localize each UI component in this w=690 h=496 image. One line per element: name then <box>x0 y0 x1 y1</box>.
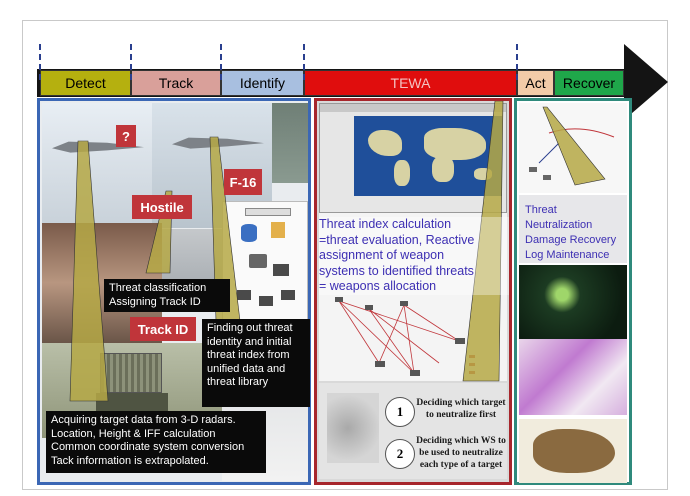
step-line: Deciding which target <box>416 398 506 408</box>
caption-line: unified data and <box>207 362 286 375</box>
tewa-panel: 1 Deciding which target to neutralize fi… <box>314 98 512 485</box>
caption-line: Neutralization <box>525 219 593 231</box>
phase-identify: Identify <box>221 70 304 96</box>
phase-recover: Recover <box>554 70 624 96</box>
caption-line: assignment of weapon <box>319 248 445 262</box>
phase-track-label: Track <box>158 75 194 91</box>
step-1-text: Deciding which target to neutralize firs… <box>415 397 507 421</box>
satellite-photo <box>519 265 627 339</box>
damage-map <box>519 339 627 415</box>
caption-line: Acquiring target data from 3-D radars. <box>51 414 236 426</box>
step-2-text: Deciding which WS to be used to neutrali… <box>415 435 507 471</box>
act-triangle <box>542 106 606 186</box>
phase-act-label: Act <box>525 75 546 91</box>
caption-line: identity and initial <box>207 335 292 348</box>
classification-caption: Threat classification Assigning Track ID <box>104 279 230 312</box>
phase-tewa: TEWA <box>304 70 517 96</box>
unknown-tag-text: ? <box>122 128 130 144</box>
map-screen-photo <box>319 103 507 213</box>
phase-divider <box>39 44 41 80</box>
phase-detect: Detect <box>40 70 131 96</box>
database-diagram-title <box>245 208 291 216</box>
recover-caption-box: Threat Neutralization Damage Recovery Lo… <box>519 195 627 263</box>
hostile-tag-text: Hostile <box>140 199 184 215</box>
step-number: 2 <box>396 446 404 461</box>
step-line: Deciding which WS to <box>416 436 506 446</box>
step-line: to neutralize first <box>425 410 497 420</box>
server-icon <box>249 254 267 268</box>
step-line: be used to neutralize <box>419 448 503 458</box>
radar-caption: Acquiring target data from 3-D radars. L… <box>46 411 266 473</box>
act-recover-panel: Threat Neutralization Damage Recovery Lo… <box>514 98 632 485</box>
document-icon <box>271 222 285 238</box>
caption-line: Threat classification <box>109 282 207 294</box>
caption-line: Common coordinate system conversion <box>51 441 245 453</box>
detect-track-identify-panel: ? F-16 Hostile Track ID Threat classific… <box>37 98 311 485</box>
caption-line: Tack information is extrapolated. <box>51 454 209 467</box>
track-id-tag: Track ID <box>130 317 196 341</box>
caption-line: Assigning Track ID <box>109 295 201 308</box>
radar-vehicle <box>96 393 168 415</box>
window-toolbar <box>320 104 506 112</box>
computer-icon <box>259 296 273 306</box>
step-2-badge: 2 <box>385 439 415 469</box>
phase-track: Track <box>131 70 221 96</box>
radar-antenna <box>100 353 162 393</box>
phase-divider <box>303 44 305 80</box>
f16-tag-text: F-16 <box>229 174 257 190</box>
caption-line: Threat index calculation <box>319 217 452 231</box>
computer-icon <box>273 264 289 276</box>
triangle-detect <box>69 140 109 402</box>
caption-line: Location, Height & IFF calculation <box>51 427 216 440</box>
continent <box>424 128 486 160</box>
fighter-jet-icon <box>52 141 144 153</box>
phase-divider <box>220 44 222 80</box>
recover-caption: Threat Neutralization Damage Recovery Lo… <box>519 195 627 263</box>
phase-identify-label: Identify <box>239 75 286 91</box>
database-icon <box>241 224 257 242</box>
world-map <box>354 116 502 196</box>
caption-line: threat library <box>207 376 269 388</box>
step-1-badge: 1 <box>385 397 415 427</box>
caption-line: Threat <box>525 204 557 216</box>
caption-line: systems to identified threats <box>319 263 474 278</box>
phase-tewa-label: TEWA <box>390 75 431 91</box>
computer-icon <box>281 290 295 300</box>
unknown-tag: ? <box>116 125 136 147</box>
decision-panel: 1 Deciding which target to neutralize fi… <box>319 383 507 479</box>
caption-line: =threat evaluation, Reactive <box>319 232 475 247</box>
continent <box>368 130 402 156</box>
caption-line: threat index from <box>207 349 290 361</box>
f16-tag: F-16 <box>224 169 262 195</box>
phase-detect-label: Detect <box>65 75 106 91</box>
historic-map <box>519 419 627 483</box>
allocation-lines <box>335 297 475 376</box>
phase-divider <box>516 44 518 80</box>
hostile-tag: Hostile <box>132 195 192 219</box>
continent <box>432 156 454 182</box>
tewa-triangle <box>462 101 504 382</box>
caption-line: Damage Recovery <box>525 234 617 246</box>
track-id-tag-text: Track ID <box>137 321 189 337</box>
step-number: 1 <box>396 404 404 419</box>
phase-recover-label: Recover <box>562 75 616 91</box>
phase-divider <box>130 44 132 80</box>
caption-line: = weapons allocation <box>319 279 437 293</box>
tewa-caption: Threat index calculation =threat evaluat… <box>319 217 509 295</box>
phase-act: Act <box>517 70 554 96</box>
terrain-photo <box>272 103 308 183</box>
computer-icon <box>237 290 251 300</box>
historic-map-land <box>533 429 615 473</box>
continent <box>394 160 410 186</box>
identity-caption: Finding out threat identity and initial … <box>202 319 310 407</box>
interceptor-sketch <box>327 393 379 463</box>
caption-line: Log Maintenance <box>525 249 610 261</box>
caption-line: Finding out threat <box>207 322 293 334</box>
step-line: each type of a target <box>419 460 503 470</box>
